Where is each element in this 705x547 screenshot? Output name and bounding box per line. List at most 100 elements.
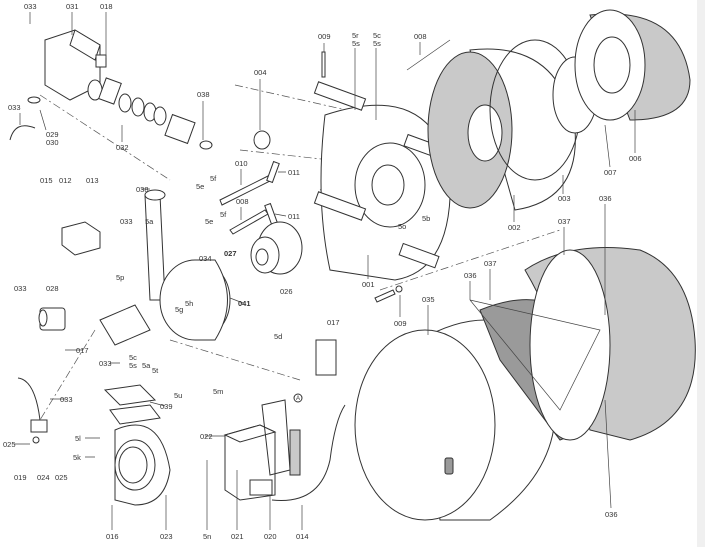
fan-volute-023 bbox=[114, 424, 171, 506]
label-5s: 5s bbox=[352, 39, 360, 48]
label-008: 008 bbox=[236, 197, 249, 206]
label-5b: 5b bbox=[422, 214, 430, 223]
label-5d: 5d bbox=[274, 332, 282, 341]
label-5s: 5s bbox=[129, 361, 137, 370]
label-034: 034 bbox=[199, 254, 212, 263]
label-033: 033 bbox=[60, 395, 73, 404]
label-5l: 5l bbox=[75, 434, 81, 443]
label-009: 009 bbox=[394, 319, 407, 328]
label-033: 033 bbox=[120, 217, 133, 226]
label-024: 024 bbox=[37, 473, 50, 482]
oil-hose-033b bbox=[17, 377, 41, 421]
label-008: 008 bbox=[414, 32, 427, 41]
marker-A-circle bbox=[293, 393, 303, 403]
servomotor-028 bbox=[38, 307, 66, 331]
sight-glass-004 bbox=[253, 130, 271, 150]
label-019: 019 bbox=[14, 473, 27, 482]
label-002: 002 bbox=[508, 223, 521, 232]
label-5s: 5s bbox=[373, 39, 381, 48]
plate-A bbox=[289, 429, 301, 476]
label-006: 006 bbox=[629, 154, 642, 163]
relay-017 bbox=[315, 339, 337, 376]
cable-014 bbox=[271, 404, 346, 501]
label-5g: 5g bbox=[175, 305, 183, 314]
label-001: 001 bbox=[362, 280, 375, 289]
air-tube-5a bbox=[144, 194, 166, 301]
insulation-disc-002 bbox=[427, 48, 576, 211]
label-5f: 5f bbox=[220, 210, 227, 219]
label-5c: 5c bbox=[373, 31, 381, 40]
label-009: 009 bbox=[318, 32, 331, 41]
label-5a: 5a bbox=[142, 361, 151, 370]
sound-insulation-037 bbox=[479, 247, 696, 441]
label-029: 029 bbox=[46, 130, 59, 139]
label-037: 037 bbox=[558, 217, 571, 226]
label-031: 031 bbox=[66, 2, 79, 11]
label-007: 007 bbox=[604, 168, 617, 177]
gasket-rings-032 bbox=[87, 77, 213, 150]
flame-tube-006 bbox=[574, 9, 691, 121]
label-011: 011 bbox=[288, 168, 300, 177]
label-5e: 5e bbox=[196, 182, 204, 191]
label-5f: 5f bbox=[210, 174, 217, 183]
label-5m: 5m bbox=[213, 387, 223, 396]
label-A: A bbox=[296, 396, 300, 402]
bracket bbox=[99, 304, 151, 346]
label-041: 041 bbox=[238, 299, 251, 308]
label-003: 003 bbox=[558, 194, 571, 203]
label-5o: 5o bbox=[398, 222, 406, 231]
label-011: 011 bbox=[288, 212, 300, 221]
label-033: 033 bbox=[24, 2, 37, 11]
label-013: 013 bbox=[86, 176, 99, 185]
label-5a: 5a bbox=[145, 217, 154, 226]
label-033: 033 bbox=[99, 359, 112, 368]
oil-hose-033 bbox=[9, 125, 36, 141]
label-5r: 5r bbox=[352, 31, 359, 40]
label-038: 038 bbox=[136, 185, 149, 194]
label-014: 014 bbox=[296, 532, 309, 541]
label-033: 033 bbox=[14, 284, 27, 293]
fan-wheel-026 bbox=[250, 221, 303, 275]
label-016: 016 bbox=[106, 532, 119, 541]
label-022: 022 bbox=[200, 432, 213, 441]
label-017: 017 bbox=[327, 318, 340, 327]
label-028: 028 bbox=[46, 284, 59, 293]
label-010: 010 bbox=[235, 159, 248, 168]
label-5c: 5c bbox=[129, 353, 137, 362]
label-015: 015 bbox=[40, 176, 53, 185]
label-036: 036 bbox=[464, 271, 477, 280]
label-037: 037 bbox=[484, 259, 497, 268]
label-036: 036 bbox=[599, 194, 612, 203]
label-036: 036 bbox=[605, 510, 618, 519]
control-unit-021 bbox=[223, 399, 291, 501]
label-018: 018 bbox=[100, 2, 113, 11]
label-5h: 5h bbox=[185, 299, 193, 308]
label-004: 004 bbox=[254, 68, 267, 77]
label-012: 012 bbox=[59, 176, 72, 185]
label-027: 027 bbox=[224, 249, 237, 258]
label-038: 038 bbox=[197, 90, 210, 99]
label-5k: 5k bbox=[73, 453, 81, 462]
electrode-008 bbox=[229, 209, 269, 235]
label-026: 026 bbox=[280, 287, 293, 296]
label-025: 025 bbox=[55, 473, 68, 482]
gasket-039 bbox=[103, 384, 157, 406]
blower-housing-034 bbox=[159, 259, 231, 341]
label-039: 039 bbox=[160, 402, 173, 411]
label-020: 020 bbox=[264, 532, 277, 541]
label-017: 017 bbox=[76, 346, 89, 355]
label-5e: 5e bbox=[205, 217, 213, 226]
label-033: 033 bbox=[8, 103, 21, 112]
label-5t: 5t bbox=[152, 366, 159, 375]
label-023: 023 bbox=[160, 532, 173, 541]
ignition-box-012 bbox=[61, 221, 101, 256]
label-5u: 5u bbox=[174, 391, 182, 400]
label-5p: 5p bbox=[116, 273, 124, 282]
label-035: 035 bbox=[422, 295, 435, 304]
burner-plate-001 bbox=[313, 51, 451, 281]
label-032: 032 bbox=[116, 143, 129, 152]
label-025: 025 bbox=[3, 440, 16, 449]
label-5n: 5n bbox=[203, 532, 211, 541]
